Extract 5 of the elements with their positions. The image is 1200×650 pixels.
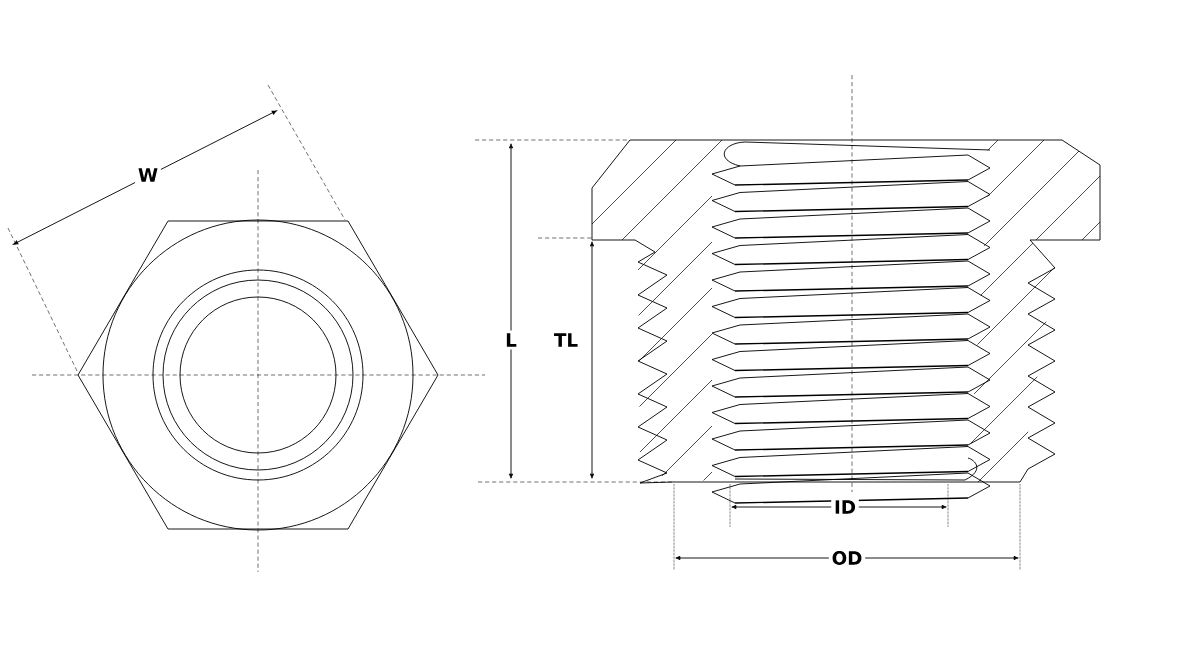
dimension-label: L xyxy=(502,330,520,350)
dimension-label: ID xyxy=(831,497,859,517)
dimension-label: W xyxy=(135,165,161,185)
dimension-label: OD xyxy=(828,548,866,568)
dimension-label: TL xyxy=(551,330,581,350)
